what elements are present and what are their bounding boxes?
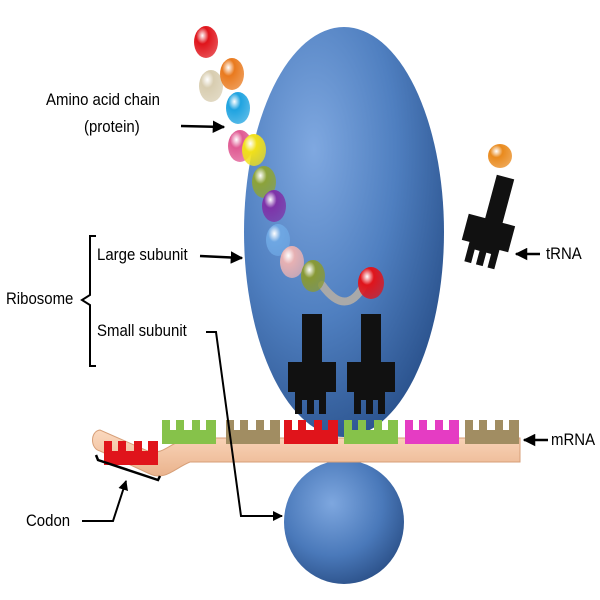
amino-acid-bead <box>301 260 325 292</box>
label-amino-acid-chain: Amino acid chain <box>46 90 160 109</box>
incoming-amino-acid <box>358 267 384 299</box>
amino-acid-bead <box>199 70 223 102</box>
arrow-small-subunit <box>206 331 283 521</box>
free-trna-amino-acid <box>488 144 512 168</box>
free-trna <box>461 174 516 270</box>
label-ribosome: Ribosome <box>6 289 74 308</box>
codon-bracket <box>94 454 162 482</box>
codon-group <box>104 420 519 465</box>
ribosome-bracket <box>80 235 96 367</box>
label-trna: tRNA <box>546 244 582 263</box>
codon <box>226 420 280 444</box>
amino-acid-bead <box>252 166 276 198</box>
codon <box>405 420 459 444</box>
label-mrna: mRNA <box>551 430 596 449</box>
arrow-codon <box>82 480 128 522</box>
amino-acid-bead <box>262 190 286 222</box>
label-codon: Codon <box>26 511 71 530</box>
amino-acid-bead <box>226 92 250 124</box>
arrow-amino-acid-chain <box>180 120 226 133</box>
amino-acid-bead <box>242 134 266 166</box>
amino-acid-bead <box>266 224 290 256</box>
codon <box>465 420 519 444</box>
codon <box>344 420 398 444</box>
label-small-subunit: Small subunit <box>97 321 187 340</box>
trna-site-p <box>288 314 336 414</box>
small-subunit <box>284 460 404 584</box>
label-protein: (protein) <box>84 117 140 136</box>
amino-acid-bead <box>220 58 244 90</box>
large-subunit <box>244 27 444 437</box>
codon <box>162 420 216 444</box>
codon <box>104 441 158 465</box>
amino-acid-chain <box>194 26 384 299</box>
trna-site-a <box>347 314 395 414</box>
amino-acid-bead <box>280 246 304 278</box>
label-large-subunit: Large subunit <box>97 245 188 264</box>
amino-acid-bead <box>194 26 218 58</box>
codon <box>284 420 338 444</box>
arrow-large-subunit <box>199 251 244 264</box>
